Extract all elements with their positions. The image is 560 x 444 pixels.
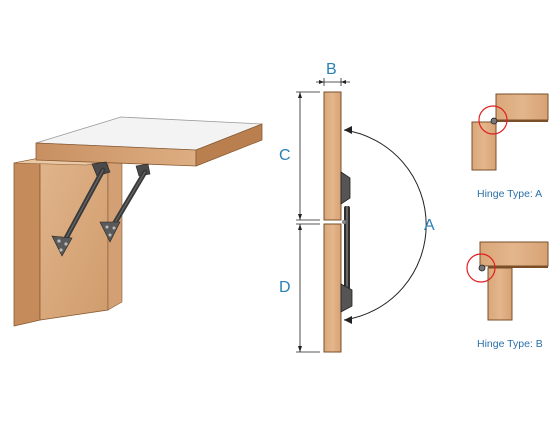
hinge-a-callout-circle	[478, 105, 508, 135]
hinge-type-a-label: Hinge Type: A	[477, 188, 542, 200]
dimension-d-label: D	[279, 279, 291, 296]
upper-board	[323, 91, 342, 221]
dimension-c: C	[279, 91, 320, 221]
perspective-illustration	[13, 116, 263, 327]
dimension-b-label: B	[326, 61, 337, 78]
dimension-b: B	[316, 61, 350, 86]
hinge-b-callout-circle	[466, 253, 496, 283]
dimension-d: D	[279, 223, 320, 353]
tabletop-side-edge	[195, 123, 263, 167]
hinge-type-b-detail: Hinge Type: B	[466, 241, 549, 350]
bracket-side-view	[340, 171, 353, 313]
bracket-back	[99, 163, 151, 243]
side-elevation: B C D A	[279, 61, 435, 353]
dimension-a-label: A	[424, 217, 435, 234]
hinge-type-a-detail: Hinge Type: A	[471, 93, 549, 200]
wall-panel-front	[13, 157, 41, 327]
hinge-type-b-label: Hinge Type: B	[477, 338, 543, 350]
lower-board	[323, 223, 342, 353]
bracket-front	[51, 161, 111, 257]
dimension-c-label: C	[279, 147, 291, 164]
dimension-a: A	[343, 126, 435, 324]
